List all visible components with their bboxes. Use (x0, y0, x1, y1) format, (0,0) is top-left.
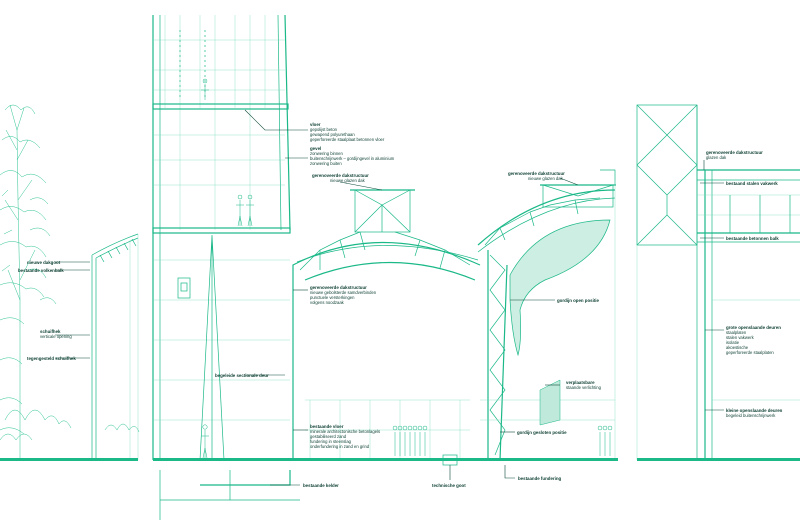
svg-text:gerenoveerde dakstructuur: gerenoveerde dakstructuur (312, 173, 369, 178)
far-right-building (636, 104, 800, 460)
svg-text:gerenoveerde dakstructuur: gerenoveerde dakstructuur (310, 285, 367, 290)
svg-text:bestaande volkenbalk: bestaande volkenbalk (18, 268, 64, 273)
svg-text:gestabiliseerd zand: gestabiliseerd zand (310, 434, 347, 439)
svg-text:zonwering buiten: zonwering buiten (310, 161, 342, 166)
curtain-open (509, 219, 611, 357)
annotation-staal-vakwerk: bestaand stalen vakwerk (726, 181, 778, 186)
annotation-grote-deuren: grote openslaande deuren staalplaten sta… (726, 325, 781, 355)
svg-text:nieuwe gebolsterde samdverbind: nieuwe gebolsterde samdverbinden (310, 290, 377, 295)
svg-text:gevel: gevel (310, 146, 321, 151)
annotation-tegengesteld: tegengesteld schuifhek (27, 356, 76, 361)
annotation-volkenbalk: bestaande volkenbalk (18, 268, 64, 273)
standing-light (539, 379, 561, 426)
right-hall-structure (477, 169, 616, 461)
svg-text:begeleid buitenschrijnwerk: begeleid buitenschrijnwerk (726, 413, 776, 418)
svg-text:staande verlichting: staande verlichting (566, 385, 602, 390)
svg-text:glazen dak: glazen dak (706, 155, 727, 160)
tower-building (152, 14, 300, 520)
svg-text:gordijn gesloten positie: gordijn gesloten positie (517, 430, 567, 435)
left-canopy (91, 233, 140, 460)
svg-text:gerenoveerde dakstructuur: gerenoveerde dakstructuur (508, 171, 565, 176)
annotation-dak-mid: gerenoveerde dakstructuur nieuwe glazen … (312, 173, 369, 183)
svg-text:minerale architectonische beto: minerale architectonische betonlagels (310, 429, 380, 434)
annotation-open-positie: gordijn open positie (557, 298, 600, 303)
annotation-kelder: bestaande kelder (303, 483, 339, 488)
svg-text:bestaand stalen vakwerk: bestaand stalen vakwerk (726, 181, 778, 186)
svg-text:buitenschrijnwerk – gordijngev: buitenschrijnwerk – gordijngevel in alum… (310, 156, 395, 161)
svg-text:akoestische: akoestische (726, 345, 749, 350)
svg-text:bestaande fundering: bestaande fundering (518, 476, 561, 481)
annotation-dakstructuur-main: gerenoveerde dakstructuur nieuwe gebolst… (310, 285, 377, 305)
annotation-schuifhek: schuifhek verticale opening (40, 329, 72, 339)
svg-text:stalen vakwerk: stalen vakwerk (726, 335, 755, 340)
svg-text:begeleide sectionale deur: begeleide sectionale deur (215, 373, 269, 378)
svg-text:vloer: vloer (310, 122, 321, 127)
svg-text:isolatie: isolatie (726, 340, 740, 345)
svg-text:zonwering binnen: zonwering binnen (310, 151, 343, 156)
svg-text:geperforeerde staalplaten: geperforeerde staalplaten (726, 350, 774, 355)
leader-lines (55, 109, 724, 486)
annotation-gesloten-positie: gordijn gesloten positie (517, 430, 567, 435)
svg-text:grote openslaande deuren: grote openslaande deuren (726, 325, 781, 330)
svg-text:verticale opening: verticale opening (40, 334, 72, 339)
svg-text:bestaande betonnen balk: bestaande betonnen balk (726, 236, 779, 241)
ground-right (637, 458, 800, 461)
svg-text:tegengesteld schuifhek: tegengesteld schuifhek (27, 356, 76, 361)
main-hall-arch (292, 189, 481, 466)
svg-text:fundering in steenslag: fundering in steenslag (310, 439, 352, 444)
annotation-dak-far: gerenoveerde dakstructuur glazen dak (706, 150, 763, 160)
svg-text:gewapend polyurethaan: gewapend polyurethaan (310, 132, 355, 137)
svg-text:onderfundering in zand en grin: onderfundering in zand en grind (310, 444, 370, 449)
svg-text:gepolijst beton: gepolijst beton (310, 127, 338, 132)
ground-center-right (483, 458, 618, 461)
annotation-gevel: gevel zonwering binnen buitenschrijnwerk… (310, 146, 395, 166)
svg-text:bestaande kelder: bestaande kelder (303, 483, 339, 488)
annotation-vloer: vloer gepolijst beton gewapend polyureth… (310, 122, 385, 142)
svg-text:nieuwe glazen dak: nieuwe glazen dak (330, 178, 366, 183)
ground-left (0, 458, 138, 461)
ground-center (293, 458, 483, 461)
annotation-dalgoot: nieuwe dakgoot (27, 260, 61, 265)
annotation-technische-goot: technische goot (432, 483, 466, 488)
svg-text:verplaatsbare: verplaatsbare (566, 380, 595, 385)
svg-text:staalplaten: staalplaten (726, 330, 747, 335)
svg-text:nieuwe dakgoot: nieuwe dakgoot (27, 260, 61, 265)
annotation-sectionale: begeleide sectionale deur (215, 373, 269, 378)
annotation-kleine-deuren: kleine openslaande deuren begeleid buite… (726, 408, 783, 418)
tree-illustration (0, 104, 72, 460)
svg-text:schuifhek: schuifhek (40, 329, 61, 334)
annotation-dak-right: gerenoveerde dakstructuur nieuwe glazen … (508, 171, 565, 181)
svg-text:gerenoveerde dakstructuur: gerenoveerde dakstructuur (706, 150, 763, 155)
annotation-fundering: bestaande fundering (518, 476, 561, 481)
svg-text:nieuwe glazen dak: nieuwe glazen dak (528, 176, 564, 181)
svg-text:bestaande vloer: bestaande vloer (310, 424, 344, 429)
svg-text:geperforeerde staalplaat beton: geperforeerde staalplaat betonnen vloer (310, 137, 385, 142)
annotation-verplaatsbare: verplaatsbare staande verlichting (566, 380, 602, 390)
svg-text:kleine openslaande deuren: kleine openslaande deuren (726, 408, 783, 413)
annotation-bestaande-vloer: bestaande vloer minerale architectonisch… (310, 424, 380, 449)
ground-center-left (153, 458, 293, 461)
svg-text:punctuele versterkingen: punctuele versterkingen (310, 295, 355, 300)
svg-text:technische goot: technische goot (432, 483, 466, 488)
svg-text:gordijn open positie: gordijn open positie (557, 298, 600, 303)
svg-text:volgens noodzaak: volgens noodzaak (310, 300, 345, 305)
annotation-betonnen-balk: bestaande betonnen balk (726, 236, 779, 241)
